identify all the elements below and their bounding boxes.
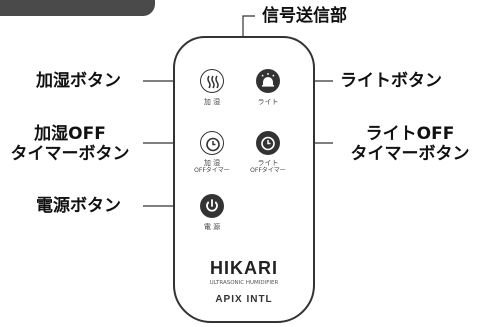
light-caption: ライト [257,98,279,106]
transmitter-leader [242,15,255,36]
timer-icon [206,137,220,152]
transmitter-label: 信号送信部 [262,6,347,26]
power-icon [206,199,218,212]
timer-icon [261,136,275,151]
humidify-off-label-line2: タイマーボタン [10,144,130,164]
humidify-off-caption: 加 湿 OFFタイマー [187,159,237,175]
light-off-label: ライトOFF タイマーボタン [340,124,480,164]
humidify-caption: 加 湿 [203,98,221,106]
light-off-caption-line1: ライト [257,159,279,167]
humidify-off-timer-button[interactable] [200,131,224,155]
humidify-button-label: 加湿ボタン [36,71,121,91]
humidify-off-caption-line1: 加 湿 [203,159,221,167]
light-off-timer-button[interactable] [256,131,280,155]
steam-icon [207,75,219,89]
lamp-icon [261,73,275,87]
power-button-label: 電源ボタン [36,196,121,216]
light-button-label: ライトボタン [340,71,442,91]
power-button[interactable] [200,194,224,218]
light-off-caption: ライト OFFタイマー [243,159,293,175]
brand-logo: HIKARI [210,258,278,278]
corner-tag [0,0,155,16]
humidify-button[interactable] [200,69,224,93]
light-off-label-line2: タイマーボタン [350,144,470,164]
humidify-off-caption-line2: OFFタイマー [194,167,230,174]
power-caption: 電 源 [203,223,221,231]
light-button[interactable] [256,69,280,93]
remote-control [173,36,315,323]
light-off-caption-line2: OFFタイマー [250,167,286,174]
humidify-off-label: 加湿OFF タイマーボタン [0,124,140,164]
light-off-label-line1: ライトOFF [365,124,455,144]
product-subtitle: ULTRASONIC HUMIDIFIER [209,280,279,286]
humidify-off-label-line1: 加湿OFF [34,124,106,144]
maker-logo: APIX INTL [215,294,273,305]
